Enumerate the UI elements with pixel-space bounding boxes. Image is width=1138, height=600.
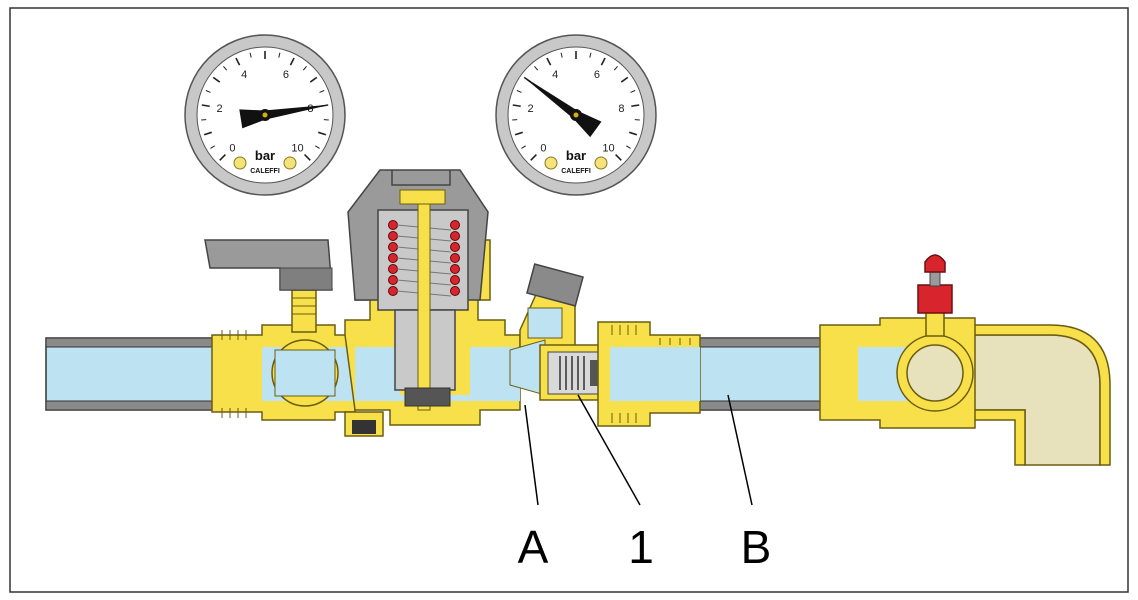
gauge-needle <box>239 105 325 129</box>
gauge-tick <box>514 131 523 136</box>
gauge-tick <box>630 90 636 93</box>
gauge-needle <box>527 79 602 138</box>
gauge-tick <box>615 154 622 161</box>
gauge-needle-blade <box>527 79 602 138</box>
gauge-tick <box>289 57 295 66</box>
gauge-scale-label: 10 <box>602 143 614 155</box>
spring-coil <box>388 231 398 241</box>
gauge-ticks <box>201 51 329 161</box>
gauge-scale-label: 6 <box>283 69 289 81</box>
callout-label-a: A <box>518 521 549 573</box>
spring-coil <box>450 242 460 252</box>
gauge-tick <box>521 145 526 149</box>
gauge-tick <box>304 154 311 161</box>
gauge-tick <box>626 145 631 149</box>
gauge-tick <box>629 131 638 136</box>
gauge-tick <box>620 76 629 83</box>
gauge-ticks <box>512 51 640 161</box>
spring-coil <box>388 286 398 296</box>
spring-coil <box>450 231 460 241</box>
gauge-scale-label: 2 <box>528 103 534 115</box>
gauge-tick <box>600 57 606 66</box>
gauge-tick <box>212 76 221 83</box>
gauge-needle-pin <box>573 112 579 118</box>
gauge-tick <box>319 90 325 93</box>
gauge-tick <box>512 104 521 108</box>
gauge-tick <box>302 66 307 71</box>
gauge-tick <box>309 76 318 83</box>
gauge-scale-label: 0 <box>540 143 546 155</box>
gauge-brand-logo: CALEFFI <box>250 168 280 175</box>
gauge-brand-logo: CALEFFI <box>561 168 591 175</box>
gauge-tick <box>249 52 252 58</box>
gauge-unit-label: bar <box>566 148 586 163</box>
gauge-scale-label: 8 <box>618 103 624 115</box>
gauge-tick <box>530 154 537 161</box>
gauge-unit-label: bar <box>255 148 275 163</box>
gauge-tick <box>560 52 563 58</box>
gauge-tick <box>278 52 281 58</box>
spring-coil <box>388 264 398 274</box>
gauge-tick <box>219 154 226 161</box>
gauge-scale-label: 2 <box>217 103 223 115</box>
gauge-tick <box>235 57 241 66</box>
callout-1-leader <box>577 394 641 506</box>
outlet-ball-valve <box>819 254 1111 466</box>
gauge-tick <box>203 131 212 136</box>
gauge-tick <box>534 66 539 71</box>
gauge-needle-pin <box>262 112 268 118</box>
spring-coil <box>450 220 460 230</box>
gauge-scale-label: 4 <box>241 69 247 81</box>
gauge-tick <box>210 145 215 149</box>
callout-label-1: 1 <box>628 521 654 573</box>
gauge-tick <box>516 90 522 93</box>
gauge-tick <box>318 131 327 136</box>
spring-coil <box>450 286 460 296</box>
callout-label-b: B <box>741 521 772 573</box>
gauge-tick <box>315 145 320 149</box>
downstream-pressure-gauge: 0 2 4 6 8 10 bar CALEFFI <box>495 34 657 196</box>
gauge-tick <box>205 90 211 93</box>
gauge-tick <box>223 66 228 71</box>
spring-coil <box>388 253 398 263</box>
inlet-ball-valve <box>204 239 384 437</box>
spring-coil <box>450 264 460 274</box>
spring-coil <box>450 275 460 285</box>
gauge-tick <box>631 104 640 108</box>
callout-a-leader <box>524 404 539 506</box>
spring-coil <box>450 253 460 263</box>
gauge-tick <box>613 66 618 71</box>
gauge-tick <box>589 52 592 58</box>
gauge-scale-label: 10 <box>291 143 303 155</box>
gauge-tick <box>546 57 552 66</box>
pressure-reducer <box>344 169 584 426</box>
spring-coil <box>388 275 398 285</box>
gauge-scale-label: 0 <box>229 143 235 155</box>
gauge-scale-labels: 0 2 4 6 8 10 <box>528 69 625 155</box>
spring-coil <box>388 242 398 252</box>
gauge-tick <box>201 104 210 108</box>
callout-b-leader <box>727 394 753 506</box>
gauge-scale-label: 4 <box>552 69 558 81</box>
union-fitting <box>597 321 701 427</box>
spring-coil <box>388 220 398 230</box>
gauge-scale-label: 6 <box>594 69 600 81</box>
